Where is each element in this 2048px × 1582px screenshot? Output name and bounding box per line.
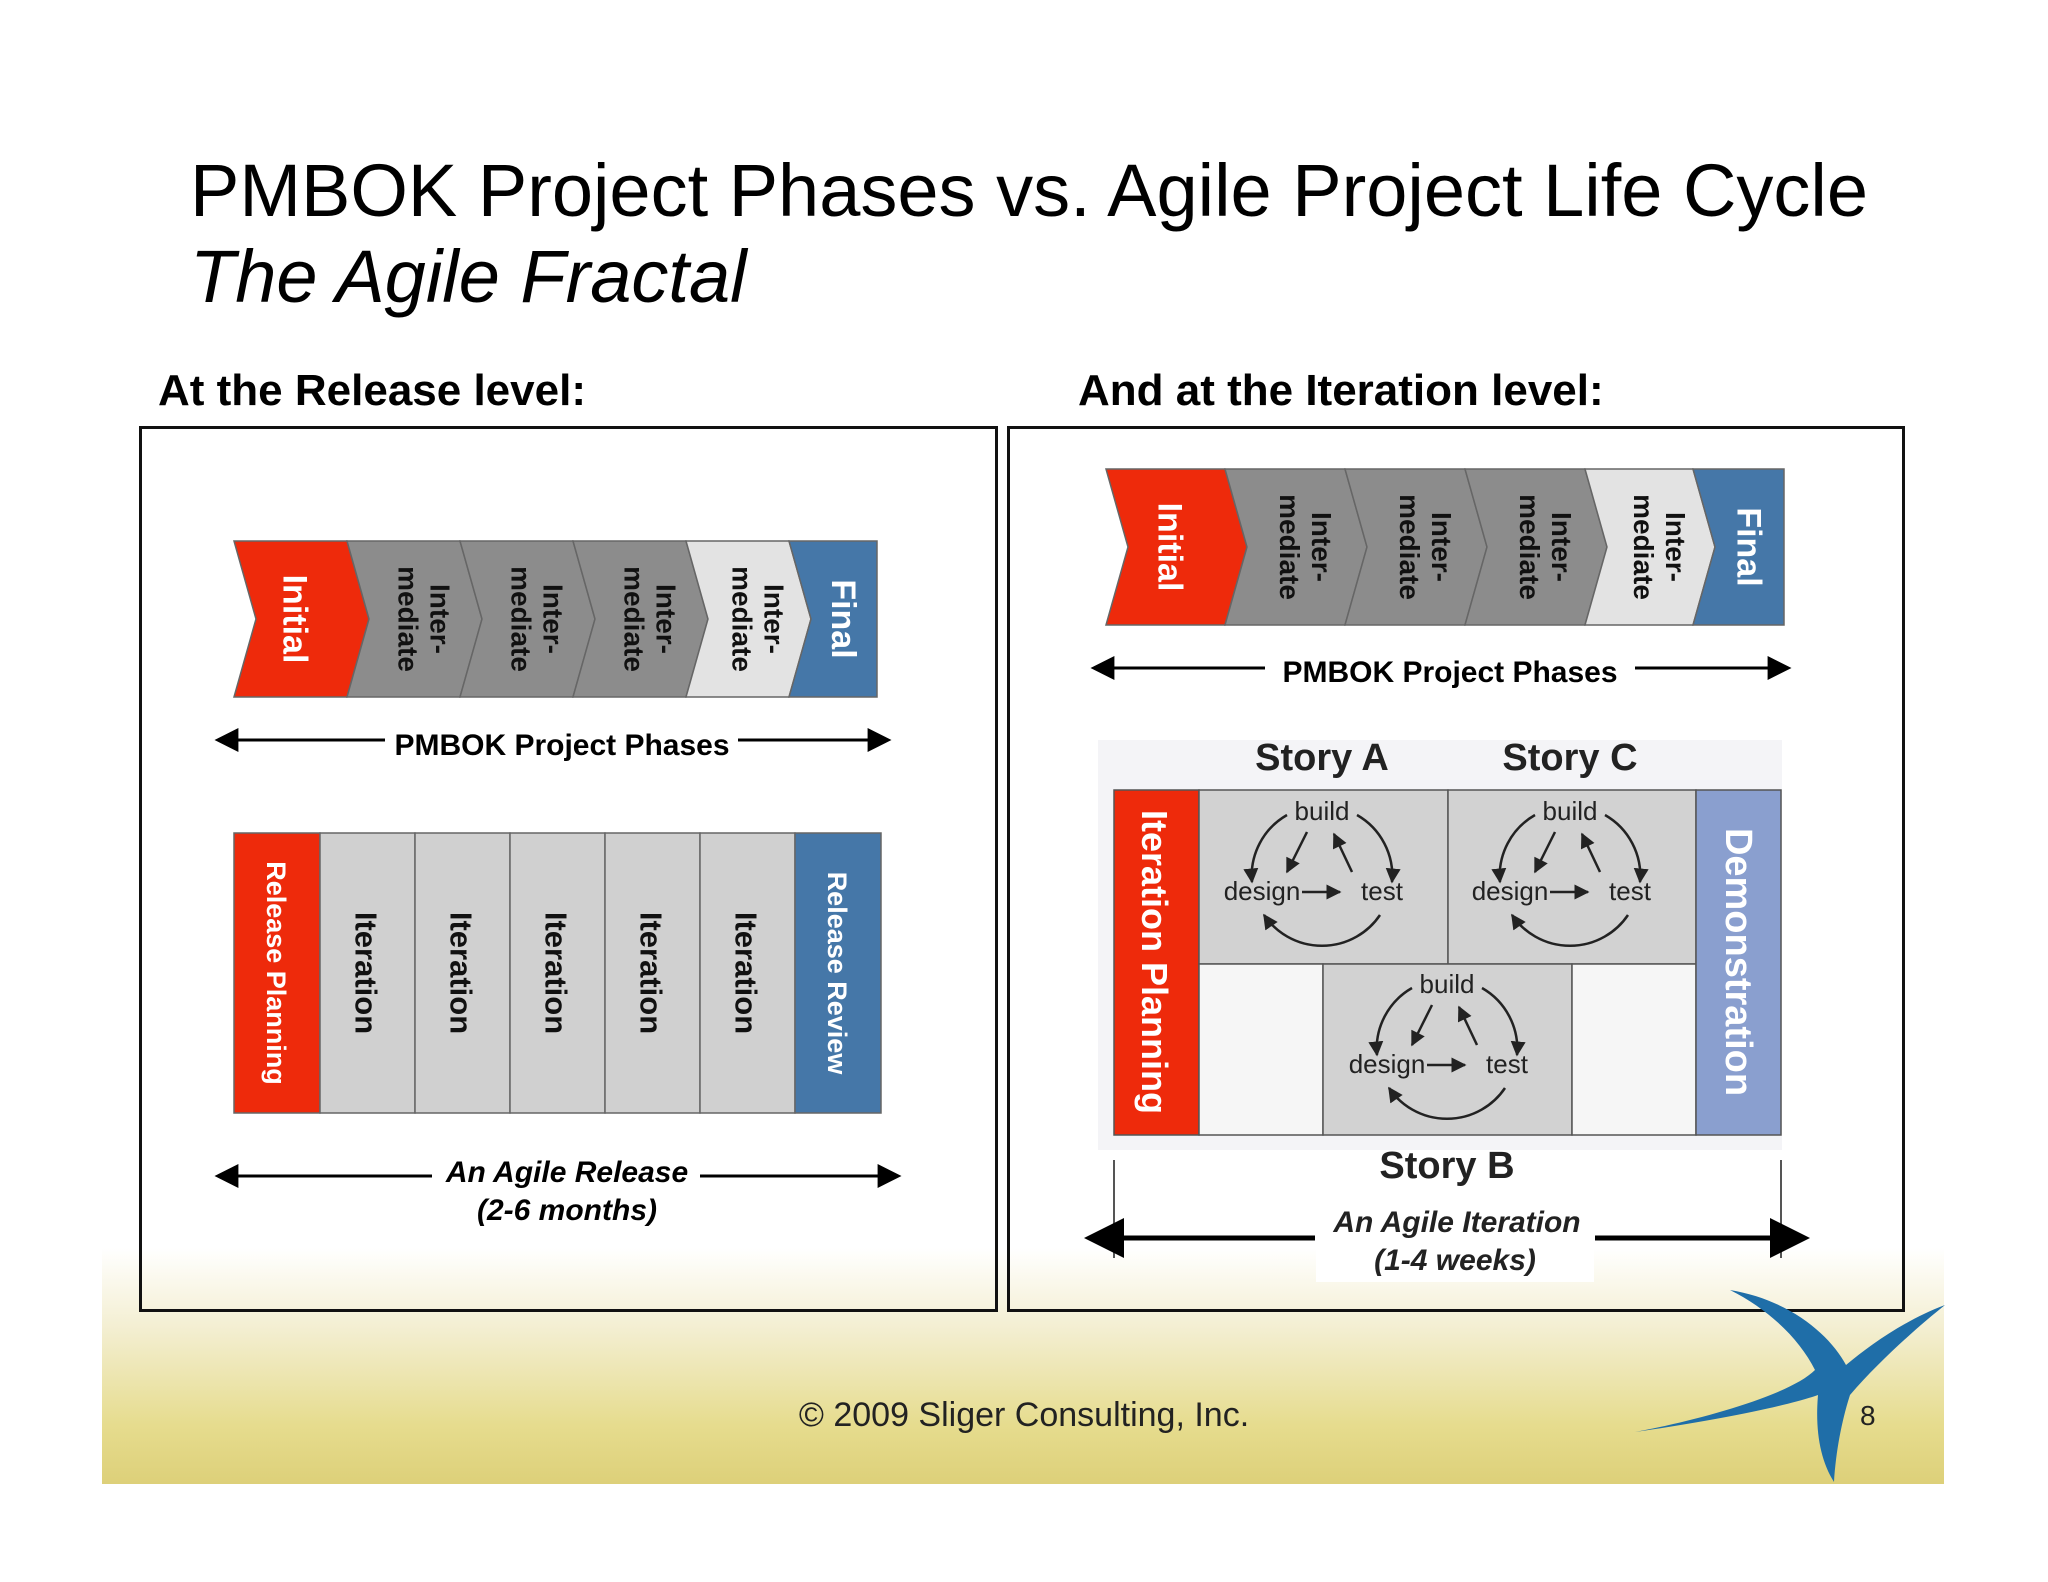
iteration-chevron-5-label-2: mediate (1628, 494, 1659, 600)
cycle-arrow-bottom (1510, 913, 1630, 948)
story-c-label: Story C (1502, 737, 1637, 779)
iteration-block-4 (604, 832, 701, 1114)
iteration-chevron-2-label-2: mediate (1274, 494, 1305, 600)
iteration-chevron-6-label: Final (1730, 507, 1768, 586)
iteration-chevron-6 (1692, 468, 1785, 626)
iteration-chevron-2-label-1: Inter- (1306, 512, 1337, 582)
empty-cell-left (1198, 963, 1324, 1136)
cycle-arrow-right (1481, 986, 1526, 1057)
iteration-chevron-4-label-1: Inter- (1546, 512, 1577, 582)
release-planning-label: Release Planning (261, 861, 291, 1085)
cycle-test-label: test (1486, 1049, 1529, 1079)
cycle-test-label: test (1609, 876, 1652, 906)
empty-cell-right (1571, 963, 1697, 1136)
story-1-cycle: build design test (1224, 796, 1404, 948)
release-panel (139, 426, 998, 1312)
cycle-arrow-right (1356, 813, 1401, 884)
demonstration-block (1695, 789, 1782, 1136)
cycle-test-label: test (1361, 876, 1404, 906)
release-chevron-5-label-2: mediate (727, 566, 758, 672)
iteration-chevron-3-label-2: mediate (1394, 494, 1425, 600)
story-a-box (1198, 789, 1449, 965)
iteration-block-3 (509, 832, 606, 1114)
cycle-inner-arrow-1 (1285, 831, 1309, 874)
release-planning-block (233, 832, 321, 1114)
release-chevron-2-label-1: Inter- (425, 584, 456, 654)
iteration-block-2 (414, 832, 511, 1114)
cycle-arrow-bottom (1387, 1086, 1507, 1121)
slide-title-block: PMBOK Project Phases vs. Agile Project L… (190, 148, 1868, 320)
cycle-arrow-left (1368, 986, 1413, 1057)
cycle-design-label: design (1472, 876, 1549, 906)
cycle-build-label: build (1295, 796, 1350, 826)
iteration-chevron-5-label-1: Inter- (1660, 512, 1691, 582)
cycle-inner-arrow-1 (1410, 1004, 1434, 1047)
release-chevron-4-label-1: Inter- (651, 584, 682, 654)
iteration-chevron-3-label-1: Inter- (1426, 512, 1457, 582)
iteration-level-heading: And at the Iteration level: (1078, 366, 1604, 415)
release-chevron-6-label: Final (824, 579, 862, 658)
iteration-block-1 (319, 832, 416, 1114)
cycle-inner-arrow-1 (1533, 831, 1557, 874)
release-caption-line2: (2-6 months) (477, 1194, 657, 1227)
release-chevron-3-label-2: mediate (506, 566, 537, 672)
release-caption-line1: An Agile Release (445, 1156, 688, 1189)
story-b-label: Story B (1379, 1145, 1514, 1187)
iteration-block-2-label: Iteration (444, 912, 479, 1034)
iteration-block-5-label: Iteration (729, 912, 764, 1034)
footer-copyright: © 2009 Sliger Consulting, Inc. (798, 1396, 1250, 1434)
cycle-arrow-left (1491, 813, 1536, 884)
slide-title: PMBOK Project Phases vs. Agile Project L… (190, 149, 1869, 232)
release-chevron-5-label-1: Inter- (759, 584, 790, 654)
page-number: 8 (1860, 1400, 1876, 1431)
cycle-design-label: design (1224, 876, 1301, 906)
iteration-phases-caption: PMBOK Project Phases (1282, 656, 1617, 689)
iteration-block-3-label: Iteration (539, 912, 574, 1034)
bird-logo (1635, 1290, 1945, 1482)
cycle-arrow-bottom (1262, 913, 1382, 948)
iteration-caption-bg (1316, 1196, 1594, 1282)
release-chevron-2-label-2: mediate (393, 566, 424, 672)
release-chevron-3-label-1: Inter- (538, 584, 569, 654)
iteration-caption-line2: (1-4 weeks) (1374, 1244, 1536, 1277)
footer-gradient-band (102, 1248, 1944, 1484)
cycle-build-label: build (1420, 969, 1475, 999)
cycle-arrow-right (1604, 813, 1649, 884)
build-design-test-cycles: build design test build design test build desig… (1224, 796, 1652, 1121)
release-review-label: Release Review (822, 872, 852, 1076)
release-chevron-4-label-2: mediate (619, 566, 650, 672)
cycle-build-label: build (1543, 796, 1598, 826)
slide-subtitle: The Agile Fractal (190, 235, 747, 318)
cycle-design-label: design (1349, 1049, 1426, 1079)
release-level-heading: At the Release level: (158, 366, 586, 415)
cycle-inner-arrow-2 (1332, 832, 1354, 873)
iteration-panel (1007, 426, 1905, 1312)
cycle-arrow-left (1243, 813, 1288, 884)
release-phases-caption: PMBOK Project Phases (394, 729, 729, 762)
iteration-block-1-label: Iteration (349, 912, 384, 1034)
iteration-chevron-1-label: Initial (1151, 503, 1189, 592)
story-2-cycle: build design test (1472, 796, 1652, 948)
release-review-block (794, 832, 882, 1114)
iteration-block-5 (699, 832, 796, 1114)
story-b-box (1322, 963, 1573, 1136)
cycle-inner-arrow-2 (1457, 1005, 1479, 1046)
iteration-chevron-4-label-2: mediate (1514, 494, 1545, 600)
story-c-box (1447, 789, 1697, 965)
iteration-planning-block (1113, 789, 1200, 1136)
story-3-cycle: build design test (1349, 969, 1529, 1121)
iteration-block-4-label: Iteration (634, 912, 669, 1034)
story-a-label: Story A (1255, 737, 1389, 779)
demonstration-label: Demonstration (1717, 828, 1759, 1096)
iteration-caption-line1: An Agile Iteration (1332, 1206, 1580, 1239)
release-chevron-6 (788, 540, 878, 698)
cycle-inner-arrow-2 (1580, 832, 1602, 873)
iteration-planning-label: Iteration Planning (1134, 810, 1175, 1114)
release-chevron-1-label: Initial (276, 575, 314, 664)
release-blocks: Release Planning Iteration Iteration Iterat… (233, 832, 882, 1114)
